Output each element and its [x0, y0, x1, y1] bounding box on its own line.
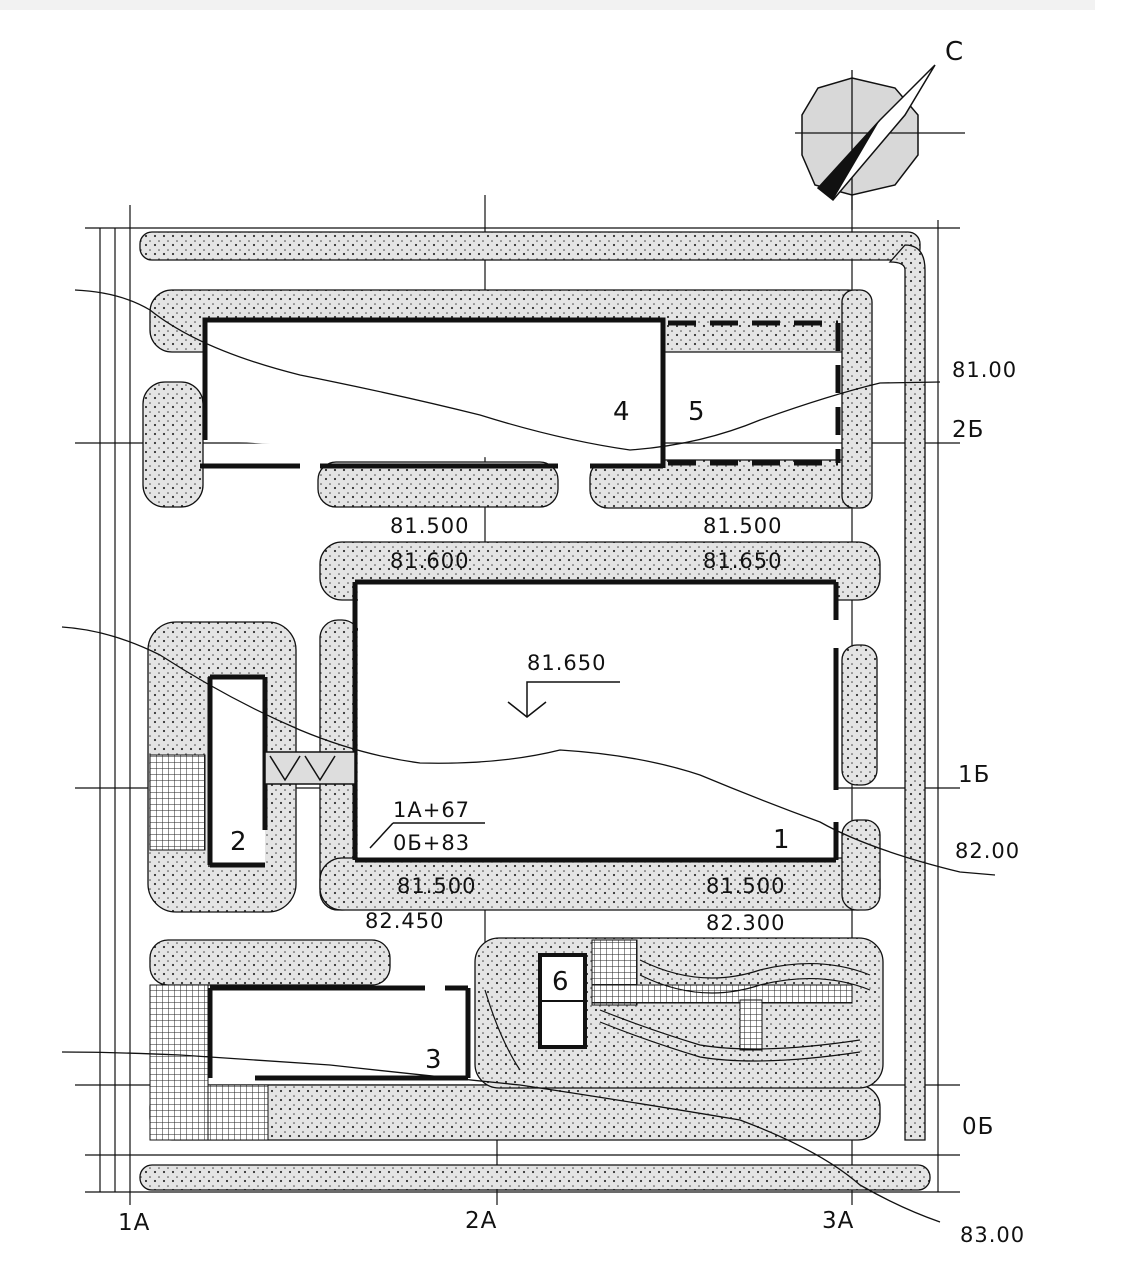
building-label-5: 5: [688, 397, 705, 427]
contour-label-81: 81.00: [952, 358, 1017, 382]
garden-paths: [484, 959, 871, 1071]
axis-label-3a: 3А: [822, 1208, 854, 1234]
axis-label-0b: 0Б: [962, 1114, 994, 1140]
elevation-bottom-right-inner: 81.500: [706, 874, 785, 898]
axis-label-2a: 2А: [465, 1208, 497, 1234]
coordinate-line-2: 0Б+83: [393, 831, 470, 855]
elevation-marker: [507, 681, 620, 718]
axis-label-1b: 1Б: [958, 762, 990, 788]
contour-lines: [61, 289, 996, 1223]
elevation-center: 81.650: [527, 651, 606, 675]
elevation-bottom-left-inner: 81.500: [397, 874, 476, 898]
compass-north-label: С: [945, 37, 963, 67]
compass-icon: [795, 64, 965, 210]
elevation-bottom-left-outer: 82.450: [365, 909, 444, 933]
elevation-bottom-right-outer: 82.300: [706, 911, 785, 935]
building-label-6: 6: [552, 967, 569, 997]
elevation-top-right: 81.650: [703, 549, 782, 573]
building-label-2: 2: [230, 827, 247, 857]
top-scroll-bar: [0, 0, 1095, 10]
contour-label-83: 83.00: [960, 1223, 1025, 1247]
building-label-4: 4: [613, 397, 630, 427]
building-footprints: [200, 317, 841, 1081]
axis-label-1a: 1А: [118, 1210, 150, 1236]
building-label-3: 3: [425, 1045, 442, 1075]
contour-label-82: 82.00: [955, 839, 1020, 863]
elevation-upper-left: 81.500: [390, 514, 469, 538]
elevation-upper-right: 81.500: [703, 514, 782, 538]
gallery-link: [264, 751, 356, 785]
coordinate-line-1: 1А+67: [393, 798, 470, 822]
building-label-1: 1: [773, 825, 790, 855]
axis-label-2b: 2Б: [952, 417, 984, 443]
paved-areas: [149, 754, 853, 1141]
coordinate-leader: [369, 822, 485, 849]
elevation-top-left: 81.600: [390, 549, 469, 573]
